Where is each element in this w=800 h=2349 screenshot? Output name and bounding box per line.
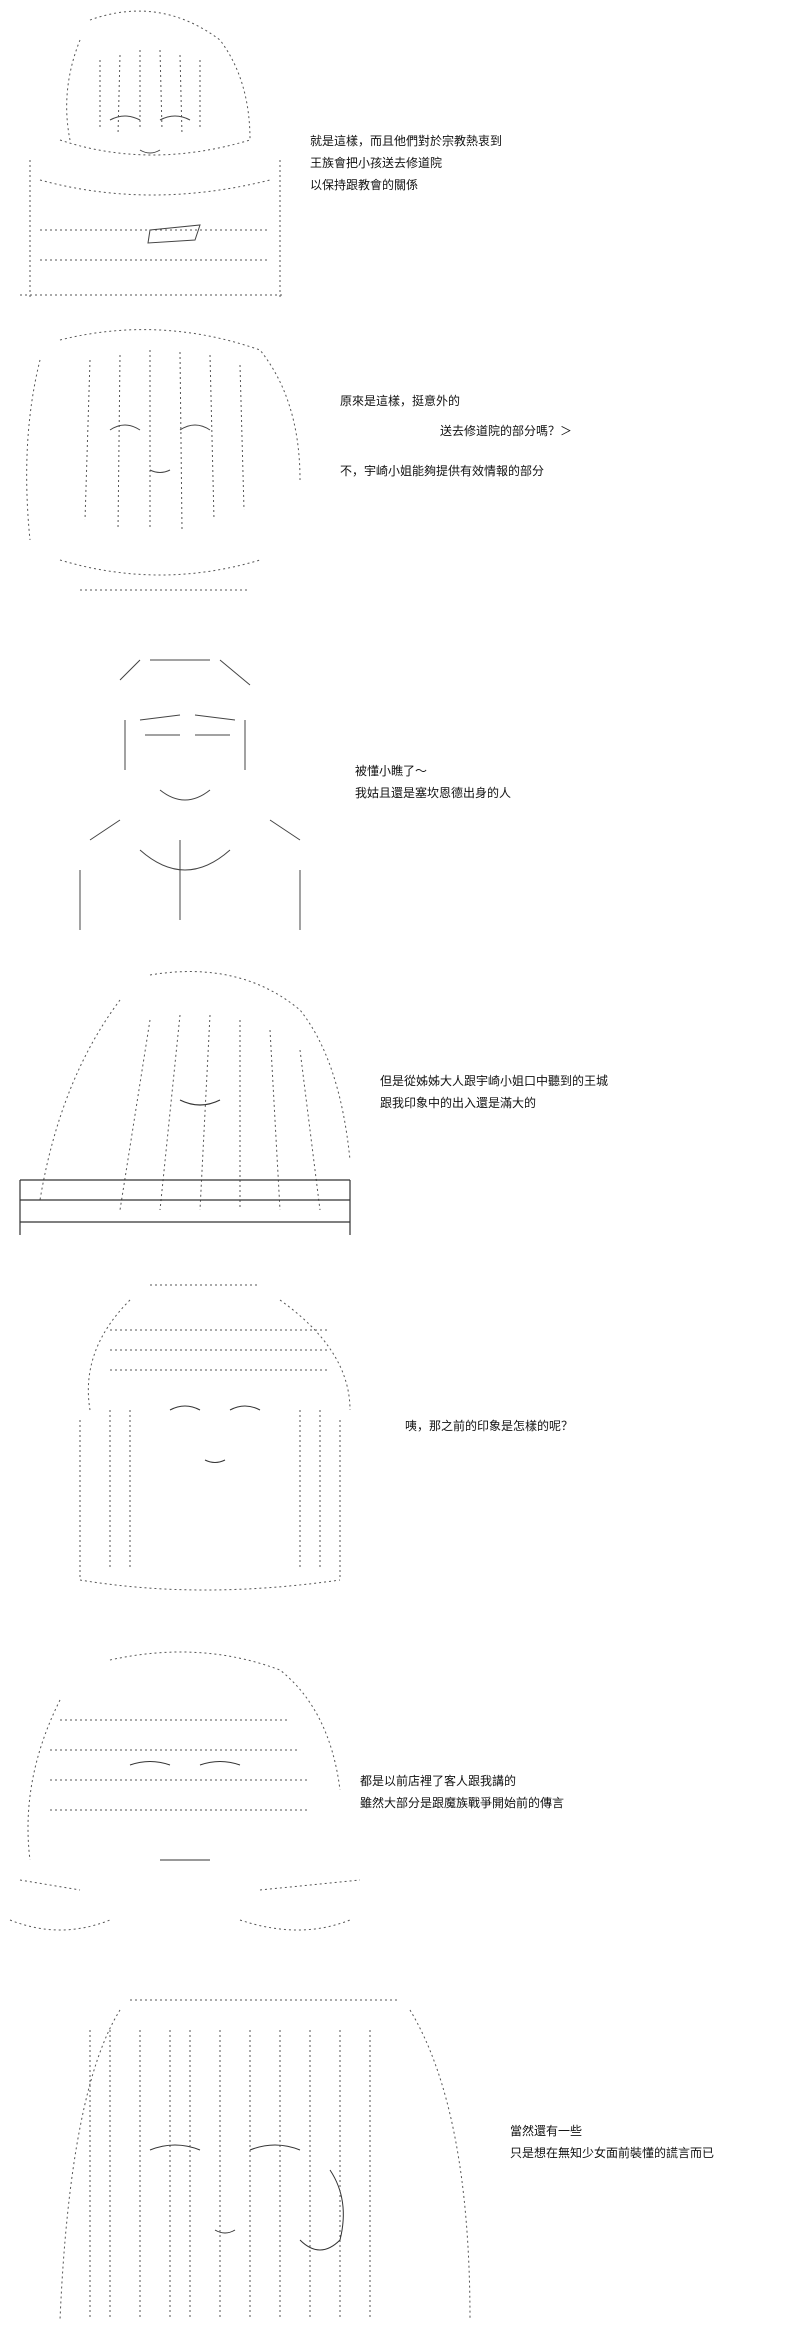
dialog-4: 但是從姊姊大人跟宇崎小姐口中聽到的王城 跟我印象中的出入還是滿大的 [380,1070,608,1114]
dialog-line: 被懂小瞧了～ [355,764,428,778]
ascii-art-character-7 [0,1990,480,2340]
ascii-art-character-4 [0,960,380,1250]
dialog-line: 就是這樣，而且他們對於宗教熱衷到 [310,134,503,148]
panel-1: 就是這樣，而且他們對於宗教熱衷到 王族會把小孩送去修道院 以保持跟教會的關係 [0,0,800,320]
dialog-line: 雖然大部分是跟魔族戰爭開始前的傳言 [360,1796,565,1810]
dialog-3: 被懂小瞧了～ 我姑且還是塞坎恩德出身的人 [355,760,511,804]
dialog-6: 都是以前店裡了客人跟我講的 雖然大部分是跟魔族戰爭開始前的傳言 [360,1770,564,1814]
panel-6: 都是以前店裡了客人跟我講的 雖然大部分是跟魔族戰爭開始前的傳言 [0,1640,800,1960]
panel-4: 但是從姊姊大人跟宇崎小姐口中聽到的王城 跟我印象中的出入還是滿大的 [0,960,800,1250]
dialog-line: 當然還有一些 [510,2124,583,2138]
dialog-line: 都是以前店裡了客人跟我講的 [360,1774,517,1788]
dialog-5: 咦，那之前的印象是怎樣的呢？ [405,1415,573,1437]
dialog-line: 原來是這樣，挺意外的 [340,394,461,408]
panel-2: 原來是這樣，挺意外的 送去修道院的部分嗎？＞ 不，宇崎小姐能夠提供有效情報的部分 [0,320,800,610]
panel-3: 被懂小瞧了～ 我姑且還是塞坎恩德出身的人 [0,640,800,950]
dialog-7: 當然還有一些 只是想在無知少女面前裝懂的謊言而已 [510,2120,714,2164]
dialog-line: 咦，那之前的印象是怎樣的呢？ [405,1419,574,1433]
dialog-2c: 不，宇崎小姐能夠提供有效情報的部分 [340,460,544,482]
ascii-art-character-6 [0,1640,360,1960]
dialog-line: 送去修道院的部分嗎？＞ [440,424,573,438]
dialog-line: 以保持跟教會的關係 [310,178,419,192]
ascii-art-character-2 [0,320,320,610]
panel-7: 當然還有一些 只是想在無知少女面前裝懂的謊言而已 [0,1990,800,2349]
panel-5: 咦，那之前的印象是怎樣的呢？ [0,1270,800,1610]
ascii-art-character-3 [0,640,340,950]
ascii-art-character-5 [0,1270,370,1610]
dialog-1: 就是這樣，而且他們對於宗教熱衷到 王族會把小孩送去修道院 以保持跟教會的關係 [310,130,502,196]
dialog-line: 跟我印象中的出入還是滿大的 [380,1096,537,1110]
dialog-line: 王族會把小孩送去修道院 [310,156,443,170]
ascii-art-character-1 [0,0,300,320]
dialog-2: 原來是這樣，挺意外的 [340,390,460,412]
dialog-2b: 送去修道院的部分嗎？＞ [440,420,572,442]
dialog-line: 不，宇崎小姐能夠提供有效情報的部分 [340,464,545,478]
dialog-line: 只是想在無知少女面前裝懂的謊言而已 [510,2146,715,2160]
dialog-line: 但是從姊姊大人跟宇崎小姐口中聽到的王城 [380,1074,609,1088]
dialog-line: 我姑且還是塞坎恩德出身的人 [355,786,512,800]
